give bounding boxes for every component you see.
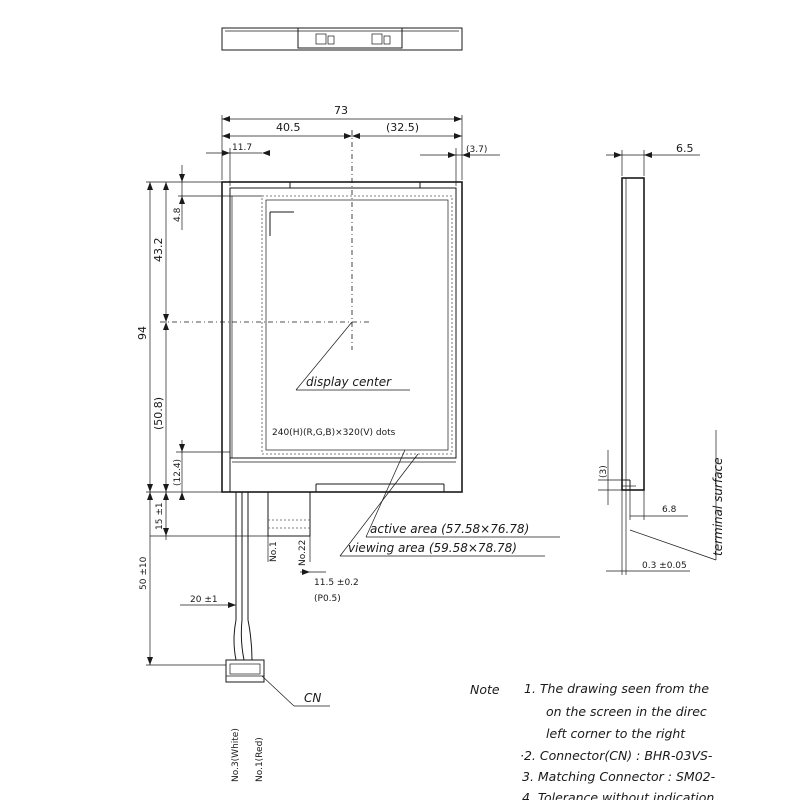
terminal-surface-label: terminal surface [711, 457, 725, 556]
display-center-label: display center [306, 375, 392, 389]
dimension-fpc-width [300, 569, 326, 575]
top-edge-view [221, 27, 463, 51]
dim-32-5: (32.5) [386, 121, 419, 134]
dim-3: (3) [599, 465, 609, 478]
dim-15: 15 ±1 [155, 502, 165, 530]
dim-50: 50 ±10 [139, 556, 149, 590]
dimension-overall-width [221, 115, 463, 180]
wire-white-label: No.3(White) [231, 728, 241, 782]
display-center-leader [295, 321, 410, 391]
dim-12-4: (12.4) [173, 459, 183, 486]
dimension-top-offset [178, 165, 262, 230]
dimension-right-margin [420, 148, 500, 186]
dim-20: 20 ±1 [190, 595, 218, 605]
display-center-crosshair [160, 130, 372, 350]
dimension-side-thin [606, 490, 690, 575]
dim-4-8: 4.8 [173, 207, 183, 222]
dim-pitch: (P0.5) [314, 594, 341, 604]
connector-label: CN [304, 691, 321, 705]
dim-6-5: 6.5 [676, 142, 694, 155]
note-line-4: ·2. Connector(CN) : BHR-03VS- [520, 748, 713, 763]
note-line-3: left corner to the right [546, 726, 686, 741]
dimension-cable-offset [180, 602, 236, 608]
resolution-label: 240(H)(R,G,B)×320(V) dots [272, 428, 396, 438]
dimension-bottom-band [176, 440, 230, 500]
dim-11-7: 11.7 [232, 143, 252, 153]
notes-block: Note 1. The drawing seen from the on the… [470, 681, 716, 800]
side-view-outline [621, 177, 645, 491]
dim-73: 73 [334, 104, 348, 117]
dim-94: 94 [136, 326, 149, 340]
note-line-6: 4. Tolerance without indication [522, 790, 714, 800]
pin-no22-label: No.22 [298, 540, 308, 566]
dim-3-7: (3.7) [466, 145, 487, 155]
dim-50-8: (50.8) [152, 397, 165, 430]
active-area-label: active area (57.58×76.78) [370, 522, 529, 536]
dimension-overall-height [146, 181, 222, 665]
fpc-tail [267, 491, 311, 562]
dim-11-5: 11.5 ±0.2 [314, 578, 359, 588]
wire-harness [233, 492, 253, 661]
dimension-fpc-height [150, 492, 268, 540]
dim-40-5: 40.5 [276, 121, 301, 134]
terminal-surface-leader [629, 430, 717, 561]
dim-43-2: 43.2 [152, 238, 165, 263]
viewing-area-outline [261, 195, 453, 455]
area-leaders [339, 449, 560, 557]
dimension-thickness [606, 150, 700, 176]
front-view-outline [221, 181, 463, 493]
note-line-5: 3. Matching Connector : SM02- [522, 769, 716, 784]
connector-leader [261, 675, 330, 707]
dim-0-3: 0.3 ±0.05 [642, 561, 687, 571]
dimension-cable-length [146, 492, 226, 666]
dimension-side-lower [629, 490, 688, 520]
viewing-area-label: viewing area (59.58×78.78) [348, 541, 517, 555]
dimension-center-split [222, 133, 462, 139]
dim-6-8: 6.8 [662, 505, 677, 515]
note-line-2: on the screen in the direc [546, 704, 707, 719]
dimension-side-step [598, 450, 622, 505]
origin-marker [269, 211, 294, 236]
pin-no1-label: No.1 [269, 541, 279, 562]
dimension-left-margin [206, 148, 270, 186]
note-line-1: 1. The drawing seen from the [524, 681, 709, 696]
dimension-top-to-center [163, 182, 169, 492]
wire-red-label: No.1(Red) [255, 737, 265, 782]
connector-cn [225, 659, 265, 683]
note-title: Note [470, 682, 500, 697]
